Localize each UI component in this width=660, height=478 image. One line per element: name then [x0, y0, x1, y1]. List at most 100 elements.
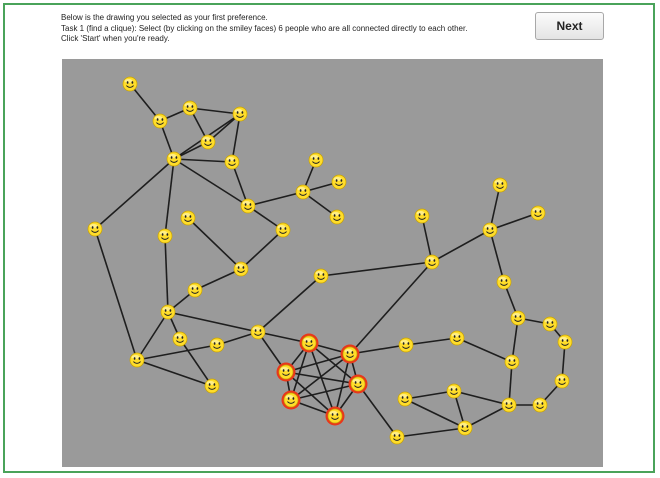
- smiley-face-node[interactable]: [542, 316, 558, 332]
- selected-smiley-face-node[interactable]: [340, 344, 360, 364]
- instruction-line-1: Below is the drawing you selected as you…: [61, 13, 268, 22]
- smiley-face-node[interactable]: [398, 337, 414, 353]
- instruction-line-3: Click 'Start' when you're ready.: [61, 34, 170, 43]
- graph-edge: [189, 107, 241, 115]
- graph-edge: [285, 371, 359, 385]
- smiley-face-node[interactable]: [295, 184, 311, 200]
- smiley-face-node[interactable]: [482, 222, 498, 238]
- smiley-face-node[interactable]: [204, 378, 220, 394]
- graph-edge: [453, 390, 510, 406]
- selected-smiley-face-node[interactable]: [276, 362, 296, 382]
- smiley-face-node[interactable]: [557, 334, 573, 350]
- smiley-face-node[interactable]: [250, 324, 266, 340]
- graph-edge: [349, 261, 433, 355]
- smiley-face-node[interactable]: [182, 100, 198, 116]
- graph-edge: [247, 191, 304, 207]
- smiley-face-node[interactable]: [233, 261, 249, 277]
- smiley-face-node[interactable]: [501, 397, 517, 413]
- graph-edge: [404, 390, 455, 400]
- graph-edge: [405, 337, 458, 346]
- task-instructions: Below is the drawing you selected as you…: [61, 13, 521, 45]
- graph-canvas[interactable]: [62, 59, 603, 467]
- smiley-face-node[interactable]: [232, 106, 248, 122]
- smiley-face-node[interactable]: [496, 274, 512, 290]
- graph-edge: [464, 404, 510, 429]
- smiley-face-node[interactable]: [504, 354, 520, 370]
- graph-edge: [231, 161, 249, 207]
- smiley-face-node[interactable]: [446, 383, 462, 399]
- graph-edge: [290, 342, 310, 401]
- smiley-face-node[interactable]: [122, 76, 138, 92]
- smiley-face-node[interactable]: [532, 397, 548, 413]
- smiley-face-node[interactable]: [209, 337, 225, 353]
- smiley-face-node[interactable]: [313, 268, 329, 284]
- graph-edge: [94, 228, 138, 361]
- graph-edge: [257, 275, 322, 333]
- smiley-face-node[interactable]: [554, 373, 570, 389]
- graph-edge: [164, 158, 175, 237]
- instruction-line-2: Task 1 (find a clique): Select (by click…: [61, 23, 468, 33]
- graph-edge: [240, 229, 284, 270]
- smiley-face-node[interactable]: [331, 174, 347, 190]
- graph-edge: [489, 184, 501, 231]
- smiley-face-node[interactable]: [166, 151, 182, 167]
- smiley-face-node[interactable]: [530, 205, 546, 221]
- smiley-face-node[interactable]: [160, 304, 176, 320]
- graph-edge: [179, 338, 213, 387]
- graph-edge: [334, 353, 351, 417]
- graph-edge: [136, 344, 218, 361]
- graph-edge: [129, 83, 161, 122]
- smiley-face-node[interactable]: [187, 282, 203, 298]
- smiley-face-node[interactable]: [389, 429, 405, 445]
- smiley-face-node[interactable]: [275, 222, 291, 238]
- smiley-face-node[interactable]: [492, 177, 508, 193]
- graph-edge: [290, 383, 359, 401]
- graph-drawing[interactable]: [62, 59, 603, 467]
- graph-edge: [167, 311, 259, 333]
- graph-edge: [404, 398, 466, 429]
- graph-edge: [187, 217, 242, 270]
- graph-edge: [431, 229, 491, 263]
- graph-edge: [421, 215, 433, 263]
- smiley-face-node[interactable]: [397, 391, 413, 407]
- graph-edge: [194, 268, 242, 291]
- smiley-face-node[interactable]: [200, 134, 216, 150]
- smiley-face-node[interactable]: [172, 331, 188, 347]
- smiley-face-node[interactable]: [87, 221, 103, 237]
- smiley-face-node[interactable]: [152, 113, 168, 129]
- selected-smiley-face-node[interactable]: [348, 374, 368, 394]
- selected-smiley-face-node[interactable]: [299, 333, 319, 353]
- graph-edge: [489, 212, 539, 231]
- graph-edge: [511, 317, 519, 363]
- graph-edge: [136, 359, 213, 387]
- smiley-face-node[interactable]: [180, 210, 196, 226]
- graph-edge: [308, 342, 336, 417]
- smiley-face-node[interactable]: [329, 209, 345, 225]
- graph-edge: [136, 311, 169, 361]
- selected-smiley-face-node[interactable]: [281, 390, 301, 410]
- graph-edge: [164, 235, 169, 313]
- smiley-face-node[interactable]: [157, 228, 173, 244]
- graph-edge: [285, 371, 336, 417]
- graph-edge: [173, 158, 249, 207]
- graph-edge: [94, 158, 175, 230]
- graph-edge: [308, 342, 359, 385]
- next-button[interactable]: Next: [535, 12, 604, 40]
- smiley-face-node[interactable]: [129, 352, 145, 368]
- smiley-face-node[interactable]: [457, 420, 473, 436]
- graph-edge: [320, 261, 433, 277]
- smiley-face-node[interactable]: [449, 330, 465, 346]
- graph-edge: [489, 229, 505, 283]
- smiley-face-node[interactable]: [224, 154, 240, 170]
- smiley-face-node[interactable]: [424, 254, 440, 270]
- graph-edge: [396, 427, 466, 438]
- graph-edge: [456, 337, 513, 363]
- selected-smiley-face-node[interactable]: [325, 406, 345, 426]
- smiley-face-node[interactable]: [240, 198, 256, 214]
- smiley-face-node[interactable]: [510, 310, 526, 326]
- graph-edge: [231, 113, 241, 163]
- smiley-face-node[interactable]: [308, 152, 324, 168]
- graph-edge: [357, 383, 398, 438]
- smiley-face-node[interactable]: [414, 208, 430, 224]
- graph-edge: [285, 353, 351, 373]
